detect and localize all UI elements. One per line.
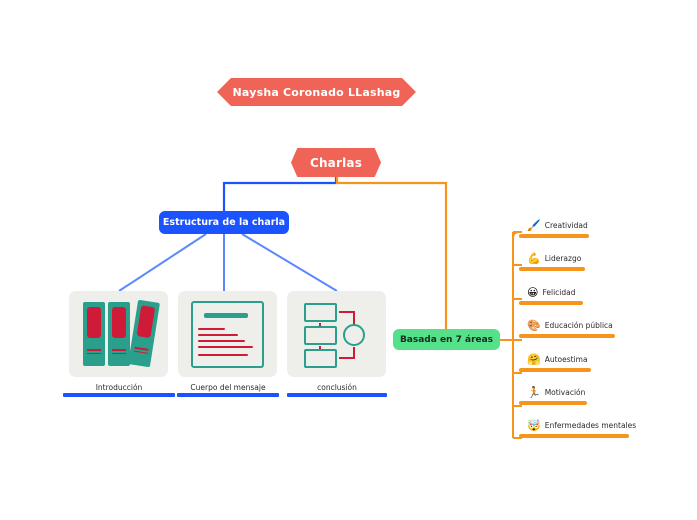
area-underline-educacion-publica — [519, 334, 615, 338]
area-item-educacion-publica[interactable]: 🎨 Educación pública — [519, 318, 615, 338]
branch-node-estructura[interactable]: Estructura de la charla — [159, 211, 289, 234]
hugging-face-icon: 🤗 — [527, 352, 541, 366]
area-underline-enfermedades-mentales — [519, 434, 629, 438]
area-underline-motivacion — [519, 401, 587, 405]
area-label-educacion-publica: Educación pública — [544, 320, 613, 330]
card-underline-introduccion — [63, 393, 175, 397]
root-node-charlas[interactable]: Charlas — [291, 148, 381, 177]
artist-palette-icon: 🎨 — [527, 318, 541, 332]
area-underline-felicidad — [519, 301, 583, 305]
branch-node-areas[interactable]: Basada en 7 áreas — [393, 329, 500, 350]
card-introduccion[interactable] — [69, 291, 168, 377]
area-underline-liderazgo — [519, 267, 585, 271]
area-label-autoestima: Autoestima — [544, 354, 588, 364]
branch-node-areas-label: Basada en 7 áreas — [399, 334, 494, 345]
area-item-creatividad[interactable]: 🖌️ Creatividad — [519, 218, 589, 238]
card-label-cuerpo-del-mensaje: Cuerpo del mensaje — [190, 383, 266, 392]
area-item-liderazgo[interactable]: 💪 Liderazgo — [519, 251, 585, 271]
area-item-felicidad[interactable]: 😀 Felicidad — [519, 285, 583, 305]
area-label-liderazgo: Liderazgo — [544, 253, 582, 263]
grinning-face-icon: 😀 — [527, 285, 539, 299]
paintbrush-icon: 🖌️ — [527, 218, 541, 232]
area-underline-creatividad — [519, 234, 589, 238]
area-label-enfermedades-mentales: Enfermedades mentales — [544, 420, 637, 430]
books-icon — [83, 302, 105, 366]
area-underline-autoestima — [519, 368, 591, 372]
card-underline-conclusion — [287, 393, 387, 397]
card-label-introduccion: Introducción — [95, 383, 143, 392]
books-icon-3 — [128, 299, 160, 368]
card-label-conclusion: conclusión — [317, 383, 357, 392]
area-item-autoestima[interactable]: 🤗 Autoestima — [519, 352, 591, 372]
card-cuerpo-del-mensaje[interactable] — [178, 291, 277, 377]
area-item-motivacion[interactable]: 🏃 Motivación — [519, 385, 587, 405]
root-node-label: Charlas — [309, 155, 363, 170]
exploding-head-icon: 🤯 — [527, 418, 541, 432]
mindmap-title-node[interactable]: Naysha Coronado LLashag — [217, 78, 416, 106]
area-label-creatividad: Creatividad — [544, 220, 588, 230]
area-label-felicidad: Felicidad — [542, 287, 576, 297]
card-conclusion[interactable] — [287, 291, 386, 377]
card-underline-cuerpo-del-mensaje — [177, 393, 279, 397]
books-icon-2 — [108, 302, 130, 366]
running-person-icon: 🏃 — [527, 385, 541, 399]
mindmap-title-label: Naysha Coronado LLashag — [232, 85, 401, 99]
branch-node-estructura-label: Estructura de la charla — [162, 217, 286, 228]
area-label-motivacion: Motivación — [544, 387, 586, 397]
area-item-enfermedades-mentales[interactable]: 🤯 Enfermedades mentales — [519, 418, 637, 438]
flexed-biceps-icon: 💪 — [527, 251, 541, 265]
